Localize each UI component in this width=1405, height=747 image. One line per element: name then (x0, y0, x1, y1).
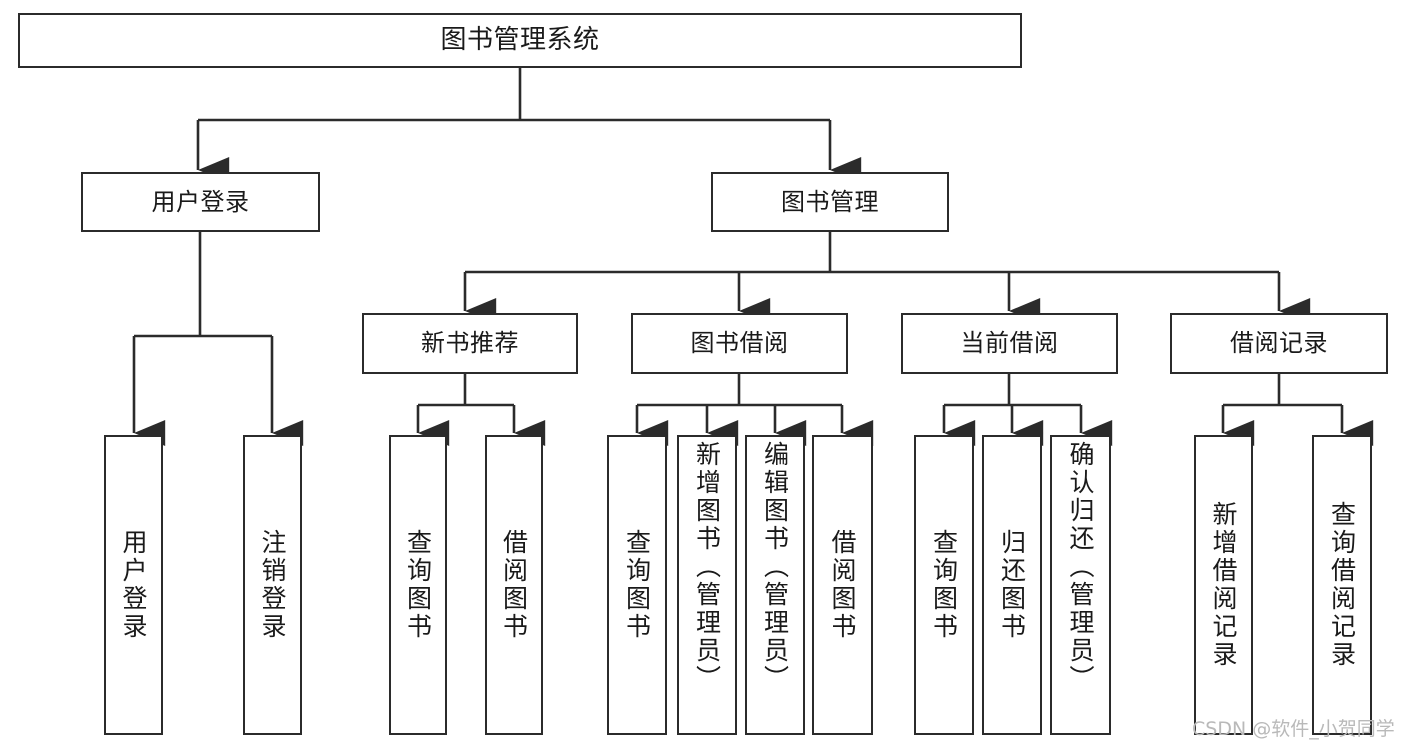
node-book-borrow-label: 图书借阅 (690, 329, 789, 358)
node-root[interactable]: 图书管理系统 (18, 13, 1022, 68)
leaf-query-books-recommend-label: 查询图书 (403, 529, 433, 641)
leaf-borrow-books-recommend-label: 借阅图书 (499, 529, 529, 641)
leaf-confirm-return-admin[interactable]: 确认归还（管理员） (1050, 435, 1111, 735)
leaf-borrow-books-recommend[interactable]: 借阅图书 (485, 435, 543, 735)
leaf-add-book-admin-label: 新增图书（管理员） (692, 441, 722, 693)
leaf-query-books-borrow-label: 查询图书 (622, 529, 652, 641)
leaf-query-books-current[interactable]: 查询图书 (914, 435, 974, 735)
leaf-borrow-books[interactable]: 借阅图书 (812, 435, 873, 735)
leaf-edit-book-admin-label: 编辑图书（管理员） (760, 441, 790, 693)
node-borrow-records-label: 借阅记录 (1230, 329, 1328, 358)
leaf-add-borrow-record[interactable]: 新增借阅记录 (1194, 435, 1253, 735)
node-book-management-label: 图书管理 (781, 187, 879, 216)
leaf-query-borrow-record-label: 查询借阅记录 (1327, 501, 1357, 669)
leaf-add-borrow-record-label: 新增借阅记录 (1209, 501, 1238, 669)
leaf-logout-label: 注销登录 (258, 529, 287, 641)
leaf-add-book-admin[interactable]: 新增图书（管理员） (677, 435, 737, 735)
node-book-borrow[interactable]: 图书借阅 (631, 313, 848, 374)
node-new-book-recommend[interactable]: 新书推荐 (362, 313, 578, 374)
leaf-query-books-recommend[interactable]: 查询图书 (389, 435, 447, 735)
node-user-login-label: 用户登录 (151, 187, 250, 216)
node-current-borrow-label: 当前借阅 (960, 329, 1059, 358)
leaf-edit-book-admin[interactable]: 编辑图书（管理员） (745, 435, 805, 735)
node-borrow-records[interactable]: 借阅记录 (1170, 313, 1388, 374)
leaf-logout[interactable]: 注销登录 (243, 435, 302, 735)
leaf-query-books-borrow[interactable]: 查询图书 (607, 435, 667, 735)
leaf-query-borrow-record[interactable]: 查询借阅记录 (1312, 435, 1372, 735)
leaf-user-login-label: 用户登录 (119, 529, 148, 641)
leaf-query-books-current-label: 查询图书 (929, 529, 959, 641)
leaf-borrow-books-label: 借阅图书 (828, 529, 857, 641)
leaf-return-books-label: 归还图书 (997, 529, 1027, 641)
node-root-label: 图书管理系统 (440, 25, 600, 56)
csdn-watermark: CSDN @软件_小贺同学 (1192, 718, 1395, 740)
node-new-book-recommend-label: 新书推荐 (421, 329, 519, 358)
node-current-borrow[interactable]: 当前借阅 (901, 313, 1118, 374)
leaf-return-books[interactable]: 归还图书 (982, 435, 1042, 735)
leaf-confirm-return-admin-label: 确认归还（管理员） (1066, 441, 1095, 693)
leaf-user-login[interactable]: 用户登录 (104, 435, 163, 735)
node-user-login[interactable]: 用户登录 (81, 172, 320, 232)
node-book-management[interactable]: 图书管理 (711, 172, 949, 232)
